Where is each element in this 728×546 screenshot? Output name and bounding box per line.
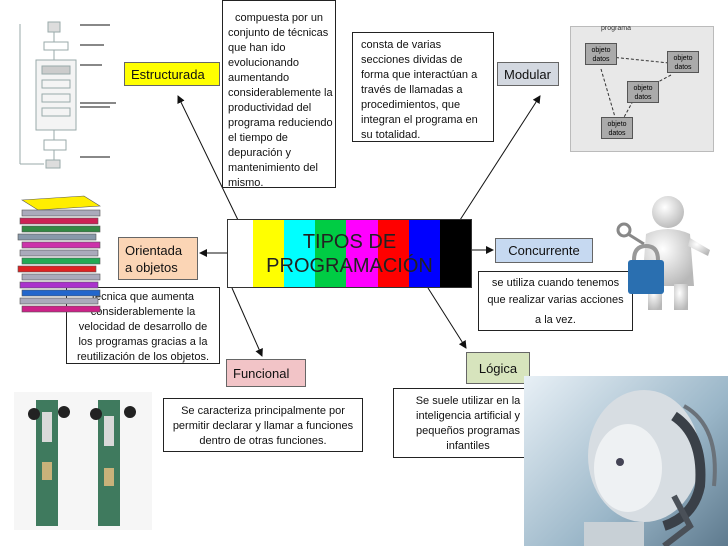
node-concurrente-label: Concurrente [508,243,580,258]
node-modular: Modular [497,62,559,86]
desc-estructurada-line: programa reduciendo [228,117,333,129]
desc-modular-line: consta de varias [361,39,442,51]
desc-estructurada: compuesta por un conjunto de técnicas qu… [222,0,336,189]
color-stripe [315,220,347,287]
color-stripe [408,220,440,287]
desc-estructurada-line: aumentando [228,72,290,84]
module-object-3-sub: datos [634,94,652,101]
modular-diagram-image: programa objeto datos objeto datos objet… [570,25,714,152]
module-object-1-sub: datos [592,56,610,63]
desc-modular-line: secciones dividas de [361,54,463,66]
desc-estructurada-line: mismo. [228,177,264,189]
node-estructurada-label: Estructurada [131,66,205,82]
color-stripe [284,220,316,287]
desc-estructurada-line: evolucionando [228,57,299,69]
desc-concurrente-line: se utiliza cuando tenemos [491,277,620,289]
node-funcional: Funcional [226,359,306,387]
desc-funcional-line: permitir declarar y llamar a funciones [172,420,354,432]
title-line-2: PROGRAMACIÓN [266,254,433,277]
module-object-3: objeto datos [627,81,659,103]
desc-orientada-line: técnica que aumenta [91,291,195,303]
desc-estructurada-line: depuración y [228,147,291,159]
desc-logica-line: inteligencia artificial y [416,410,520,422]
robot-head-image [524,376,728,546]
desc-funcional: Se caracteriza principalmente por permit… [163,398,363,452]
module-object-4: objeto datos [601,117,633,139]
desc-estructurada-line: conjunto de técnicas [228,27,329,39]
desc-modular-line: integran el programa en [361,114,478,126]
modular-diagram-title: programa [601,25,631,32]
desc-logica-line: Se suele utilizar en la [415,395,521,407]
desc-modular-line: su totalidad. [361,129,421,141]
desc-modular-line: procedimientos, que [361,99,461,111]
module-object-2-sub: datos [674,64,692,71]
module-object-4-sub: datos [608,130,626,137]
desc-logica: Se suele utilizar en la inteligencia art… [393,388,543,458]
module-object-1-label: objeto [591,47,611,54]
color-stripe [252,220,285,287]
node-estructurada: Estructurada [124,62,220,86]
node-orientada-label-2: a objetos [125,259,178,275]
node-orientada-label-1: Orientada [125,242,183,258]
desc-estructurada-line: que han ido [228,42,286,54]
arrow-funcional [231,287,263,357]
node-logica-label: Lógica [478,360,518,376]
desc-estructurada-line: compuesta por un [235,12,324,24]
desc-orientada-line: velocidad de desarrollo de [78,321,208,333]
desc-concurrente-line: que realizar varias acciones [487,294,624,306]
floppy-disk-stack-image [12,192,112,320]
desc-modular: consta de varias secciones dividas de fo… [352,32,494,142]
desc-estructurada-line: mantenimiento del [228,162,318,174]
module-object-2: objeto datos [667,51,699,73]
node-concurrente: Concurrente [495,238,593,263]
desc-concurrente-line: a la vez. [535,314,576,326]
color-stripe [228,220,253,287]
desc-orientada-line: considerablemente la [90,306,196,318]
node-logica: Lógica [466,352,530,384]
node-modular-label: Modular [504,66,551,82]
modular-diagram-arrows [600,56,672,120]
color-stripe [439,220,471,287]
desc-estructurada-line: considerablemente la [228,87,333,99]
desc-funcional-line: dentro de otras funciones. [199,435,327,447]
title-line-1: TIPOS DE [302,230,397,253]
desc-estructurada-line: productividad del [228,102,312,114]
arrow-modular [459,95,541,221]
central-title-box: TIPOS DE PROGRAMACIÓN [227,219,472,288]
desc-estructurada-line: el tiempo de [228,132,288,144]
desc-concurrente: se utiliza cuando tenemos que realizar v… [478,271,633,331]
circuit-board-image [14,392,152,530]
color-stripe [346,220,378,287]
module-object-1: objeto datos [585,43,617,65]
color-stripe [377,220,409,287]
module-object-4-label: objeto [607,121,627,128]
color-stripes [228,220,471,287]
node-funcional-label: Funcional [233,365,290,381]
desc-orientada-line: los programas gracias a la [78,336,208,348]
desc-orientada-line: reutilización de los objetos. [76,351,210,363]
module-object-3-label: objeto [633,85,653,92]
node-orientada: Orientada a objetos [118,237,198,280]
module-object-2-label: objeto [673,55,693,62]
desc-logica-line: pequeños programas [416,425,520,437]
desc-modular-line: través de llamadas a [361,84,463,96]
desc-funcional-line: Se caracteriza principalmente por [181,405,345,417]
desc-logica-line: infantiles [446,440,490,452]
flowchart-image [14,14,124,174]
arrow-logica [427,287,467,349]
arrow-estructurada [177,95,239,221]
desc-modular-line: forma que interactúan a [361,69,478,81]
person-padlock-image [610,190,722,312]
